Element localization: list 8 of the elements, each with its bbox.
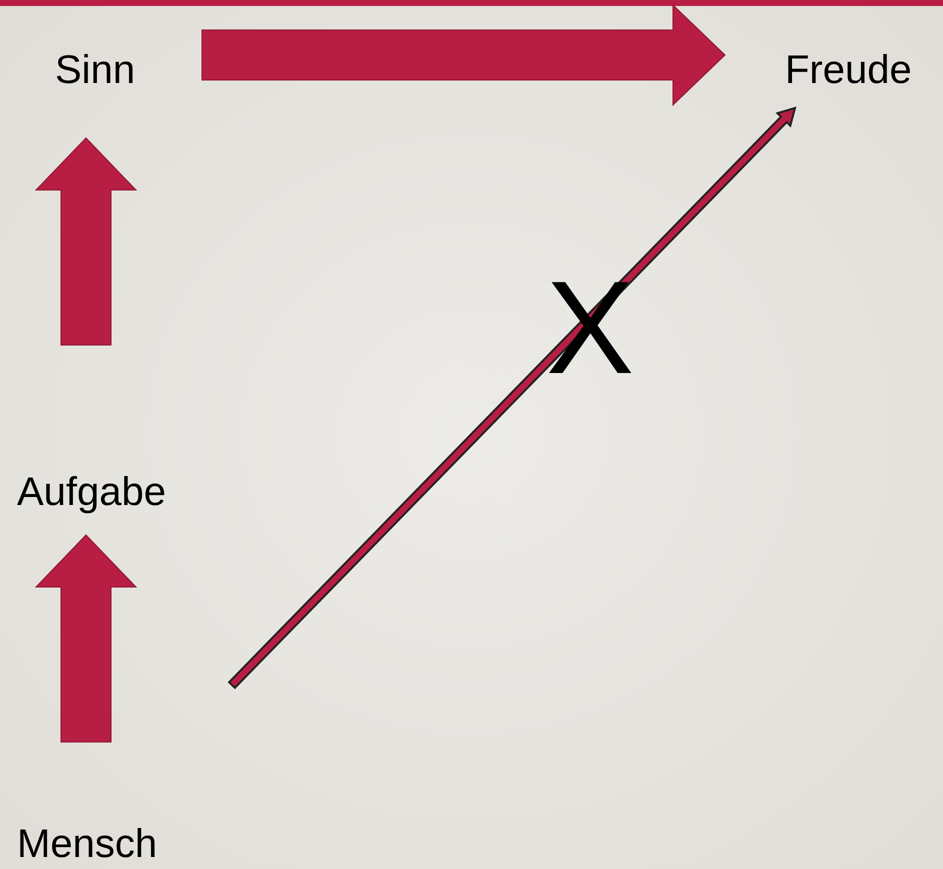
- block-arrow: [202, 4, 726, 106]
- arrow: [228, 106, 796, 690]
- node-label: Freude: [785, 46, 912, 94]
- node-label: Aufgabe: [17, 468, 166, 516]
- node-label: Mensch: [17, 820, 158, 868]
- node-label: Sinn: [55, 46, 136, 94]
- block-arrow: [34, 534, 138, 742]
- block-arrow: [34, 137, 138, 346]
